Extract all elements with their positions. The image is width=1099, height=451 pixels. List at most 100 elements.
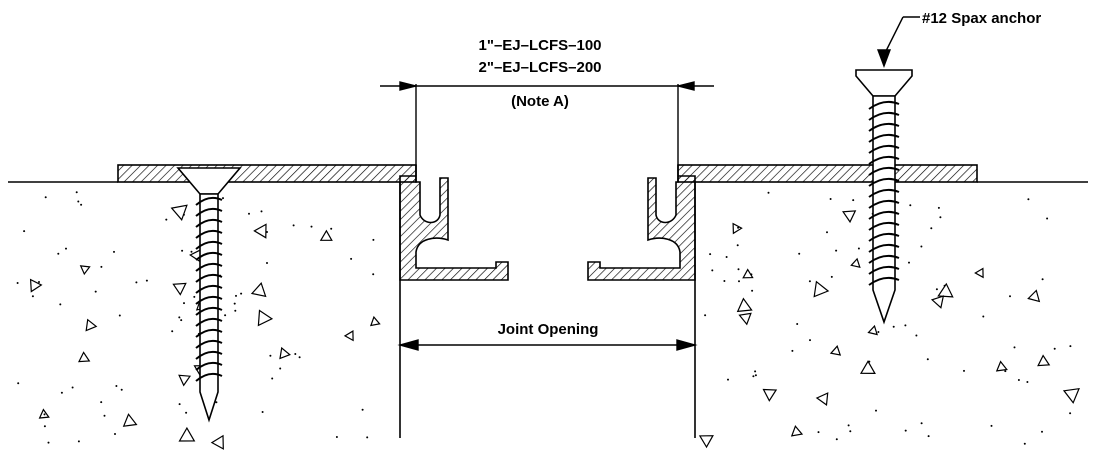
aggregate-dot: [361, 408, 364, 411]
aggregate-dot: [1041, 278, 1044, 281]
screw-thread: [195, 306, 223, 316]
aggregate-dot: [1013, 346, 1016, 349]
aggregate-dot: [57, 252, 60, 255]
aggregate-dot: [181, 249, 184, 252]
screw-thread: [868, 122, 900, 132]
aggregate-stone: [995, 360, 1008, 372]
aggregate-stone: [813, 280, 830, 298]
aggregate-dot: [829, 198, 832, 200]
aggregate-dot: [233, 302, 236, 305]
aggregate-dot: [930, 227, 933, 230]
aggregate-dot: [849, 430, 852, 433]
aggregate-dot: [990, 424, 993, 427]
aggregate-stone: [178, 374, 192, 387]
aggregate-dot: [31, 295, 34, 298]
aggregate-dot: [171, 330, 174, 333]
aggregate-dot: [222, 197, 224, 200]
aggregate-dot: [269, 354, 272, 357]
aggregate-dot: [240, 292, 243, 295]
joint-opening-dimension: [397, 339, 698, 351]
aggregate-dot: [1023, 442, 1026, 445]
aggregate-dot: [38, 281, 40, 283]
aggregate-dot: [1009, 295, 1011, 298]
screw-thread: [868, 210, 900, 220]
screw-thread: [868, 111, 900, 121]
aggregate-dot: [75, 191, 78, 194]
aggregate-stone: [319, 229, 333, 241]
model-label-1: 1"–EJ–LCFS–100: [478, 37, 601, 54]
screw-thread: [195, 295, 223, 305]
left-cover-flange: [117, 164, 417, 183]
aggregate-stone: [1037, 354, 1051, 367]
aggregate-dot: [292, 224, 295, 227]
aggregate-stone: [850, 257, 861, 269]
aggregate-stone: [257, 309, 274, 327]
aggregate-dot: [835, 438, 838, 441]
screw-thread: [195, 372, 223, 382]
aggregate-stone: [172, 282, 187, 296]
aggregate-dot: [113, 250, 115, 253]
aggregate-dot: [372, 273, 375, 276]
anchor-leader: [876, 16, 920, 68]
aggregate-dot: [23, 230, 26, 233]
aggregate-stone: [1027, 289, 1041, 303]
screw-thread: [868, 276, 900, 286]
aggregate-dot: [904, 429, 907, 432]
aggregate-dot: [43, 425, 46, 428]
aggregate-dot: [183, 302, 185, 305]
screw-thread: [195, 207, 223, 217]
aggregate-stone: [790, 425, 804, 437]
aggregate-dot: [135, 281, 138, 284]
aggregate-dot: [94, 290, 97, 293]
aggregate-stone: [122, 413, 138, 427]
aggregate-stone: [698, 435, 714, 449]
aggregate-dot: [165, 218, 168, 221]
model-label-2: 2"–EJ–LCFS–200: [478, 59, 601, 76]
screw-thread: [195, 229, 223, 239]
screw-thread: [195, 328, 223, 338]
screw-thread: [195, 317, 223, 327]
aggregate-dot: [709, 253, 712, 256]
aggregate-dot: [892, 325, 895, 328]
aggregate-stone: [742, 268, 754, 279]
aggregate-dot: [727, 378, 729, 381]
aggregate-dot: [767, 191, 770, 194]
aggregate-dot: [904, 324, 907, 327]
aggregate-dot: [1026, 381, 1029, 383]
screw-thread: [195, 361, 223, 371]
aggregate-dot: [939, 216, 942, 219]
aggregate-dot: [17, 382, 20, 385]
aggregate-stone: [250, 282, 267, 298]
aggregate-stone: [937, 282, 954, 298]
aggregate-dot: [366, 436, 369, 439]
screw-thread: [868, 177, 900, 187]
screw-thread: [195, 273, 223, 283]
aggregate-dot: [725, 256, 728, 258]
aggregate-dot: [193, 295, 196, 298]
aggregate-dot: [100, 265, 103, 268]
aggregate-stone: [85, 318, 98, 332]
aggregate-dot: [723, 280, 726, 282]
screw-thread: [195, 218, 223, 228]
screw-thread: [195, 350, 223, 360]
aggregate-stone: [343, 330, 354, 342]
aggregate-dot: [1046, 217, 1049, 220]
aggregate-dot: [711, 269, 714, 272]
aggregate-dot: [59, 303, 62, 306]
aggregate-dot: [178, 316, 181, 319]
aggregate-dot: [103, 414, 106, 417]
aggregate-dot: [335, 436, 338, 438]
screw-thread: [868, 243, 900, 253]
aggregate-dot: [115, 385, 118, 387]
aggregate-dot: [350, 257, 353, 260]
aggregate-dot: [920, 422, 923, 425]
aggregate-dot: [1004, 370, 1007, 373]
screw-thread: [868, 265, 900, 275]
slab-surface: [8, 181, 1088, 438]
aggregate-dot: [909, 204, 912, 207]
aggregate-dot: [224, 314, 227, 317]
aggregate-dot: [145, 279, 148, 282]
aggregate-dot: [737, 268, 740, 271]
screw-thread: [868, 254, 900, 264]
